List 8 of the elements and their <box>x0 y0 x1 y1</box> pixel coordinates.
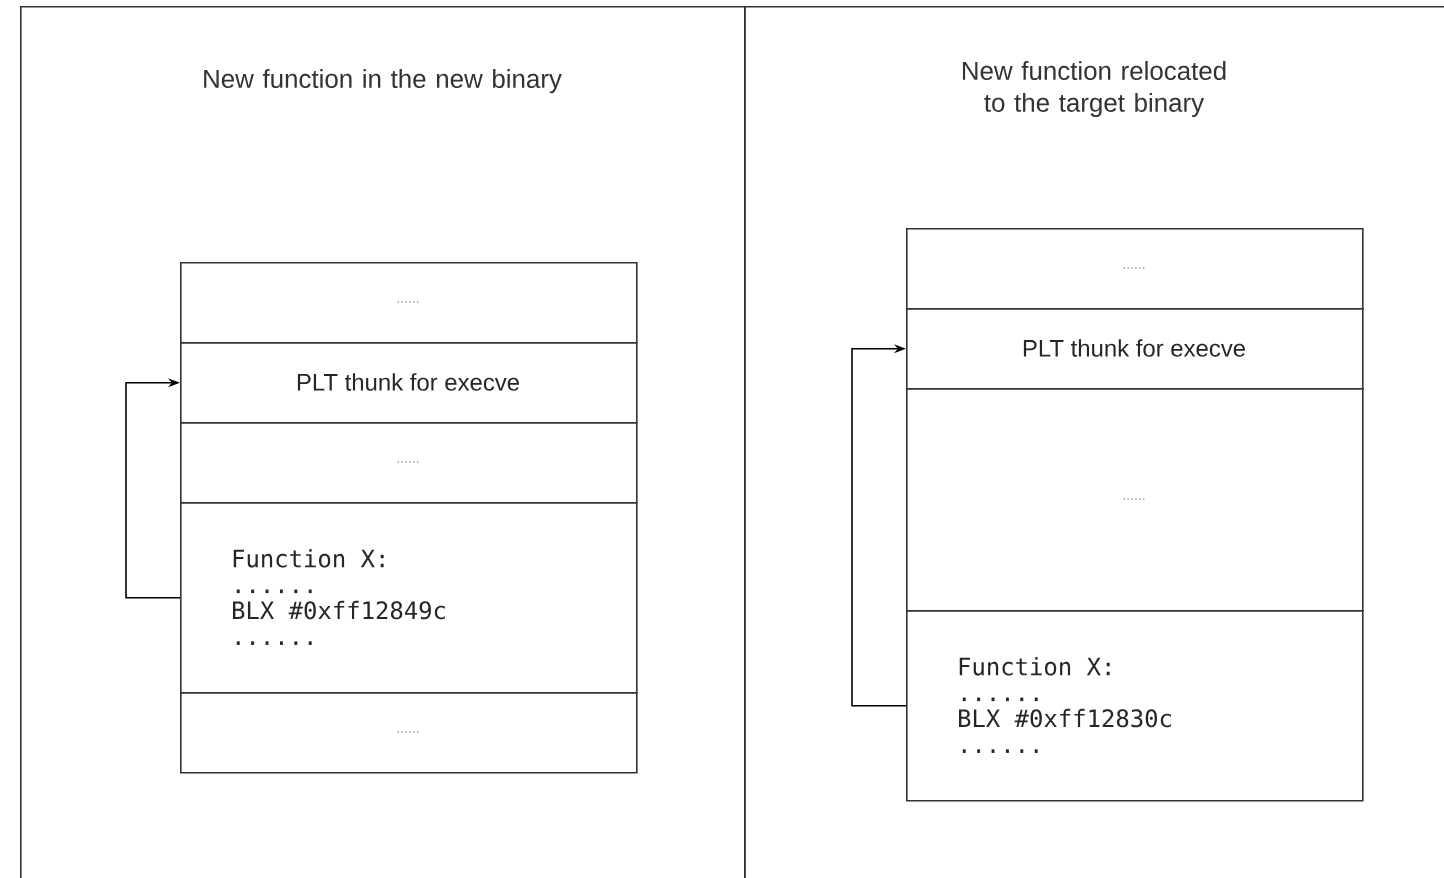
memory-cell: PLT thunk for execve <box>180 342 638 424</box>
arrow <box>851 344 907 707</box>
panel-heading: New function relocated to the target binary <box>962 61 1226 118</box>
memory-cell: PLT thunk for execve <box>906 308 1364 390</box>
panel-heading: New function in the new binary <box>204 69 562 94</box>
code-cell: Function X: ...... BLX #0xff12849c ...... <box>180 502 638 694</box>
arrow <box>125 378 181 599</box>
code-cell: Function X: ...... BLX #0xff12830c ...... <box>906 610 1364 802</box>
